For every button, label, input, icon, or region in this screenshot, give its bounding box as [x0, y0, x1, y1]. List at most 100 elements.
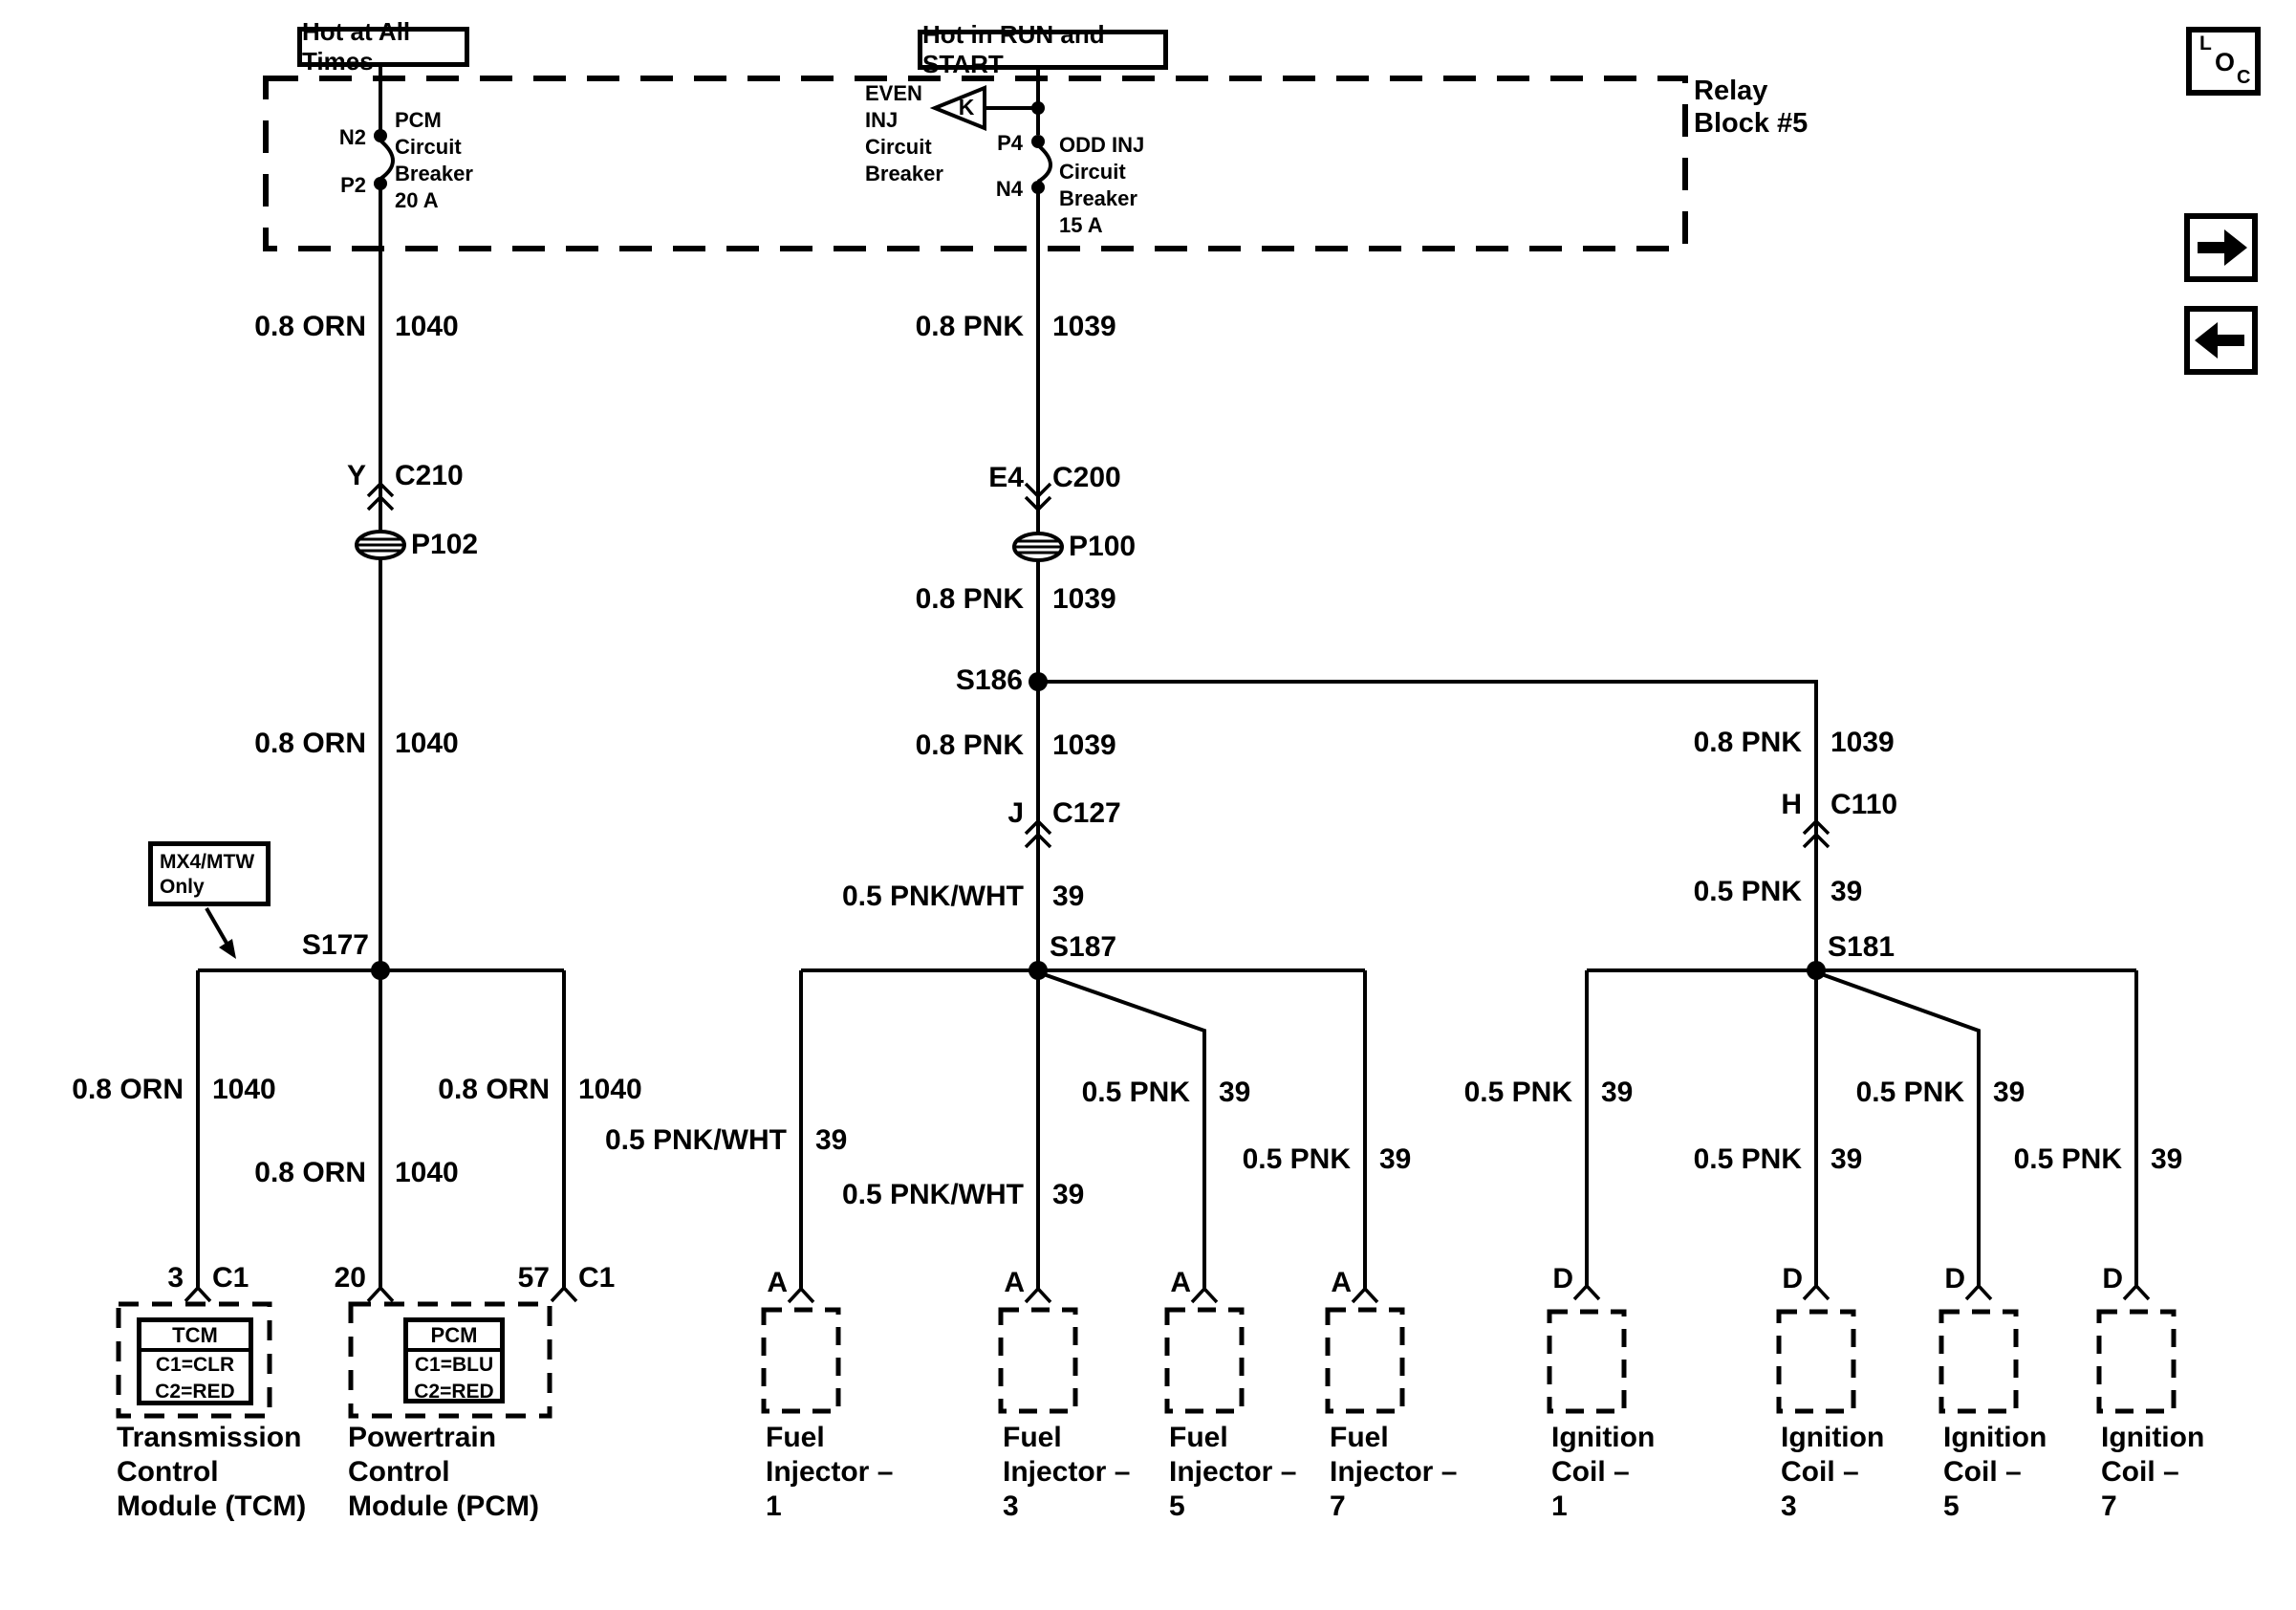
wire-label: 0.5 PNK 39 — [937, 1075, 1251, 1111]
connector-c127-chevrons — [1024, 818, 1052, 849]
even-inj-arrow-letter: K — [958, 95, 975, 120]
next-page-button[interactable] — [2184, 213, 2258, 282]
pin-label-a: A — [767, 1267, 788, 1298]
wire-gauge: 0.8 ORN — [254, 311, 366, 342]
wire-gauge: 0.8 PNK — [1693, 727, 1802, 758]
wire-circuit: 1039 — [1830, 727, 1895, 758]
connector-label-c127: J C127 — [770, 795, 1121, 832]
wire-gauge: 0.5 PNK — [1693, 1143, 1802, 1175]
coil-caption: Ignition Coil – 5 — [1943, 1422, 2047, 1522]
wire-gauge: 0.8 ORN — [438, 1074, 550, 1105]
connector-c200-chevrons — [1024, 482, 1052, 512]
wire-label: 0.5 PNK 39 — [1097, 1142, 1412, 1178]
power-source-hot-in-run-and-start: Hot in RUN and START — [918, 20, 1168, 78]
pin-number: 20 — [334, 1262, 366, 1294]
wire-gauge: 0.5 PNK — [1855, 1077, 1964, 1108]
wire-label: 0.8 ORN 1040 — [113, 1155, 458, 1191]
wire-circuit: 1039 — [1052, 729, 1116, 761]
connector-name: C127 — [1052, 797, 1121, 829]
odd-breaker-arc — [1036, 143, 1052, 184]
relay-block-outline — [263, 76, 1688, 251]
wire-gauge: 0.5 PNK — [1693, 876, 1802, 907]
wire-circuit: 1040 — [395, 728, 459, 759]
wire-label: 0.8 PNK 1039 — [770, 309, 1116, 345]
splice-label-s186: S186 — [955, 664, 1023, 696]
wire-circuit: 1040 — [395, 311, 459, 342]
left-arrow-icon — [2195, 322, 2244, 359]
splice-s181-dot — [1807, 961, 1826, 980]
loc-letter-l: L — [2199, 33, 2212, 54]
loc-letter-c: C — [2237, 67, 2251, 88]
s186-bus — [1038, 680, 1818, 970]
wire-circuit: 1040 — [578, 1074, 642, 1105]
wire-circuit: 39 — [2151, 1143, 2183, 1175]
wire-gauge: 0.8 PNK — [915, 311, 1024, 342]
wire-label: 0.8 ORN 1040 — [113, 726, 459, 762]
wire-gauge: 0.8 ORN — [72, 1074, 184, 1105]
connector-name: C1 — [578, 1262, 616, 1294]
prev-page-button[interactable] — [2184, 306, 2258, 375]
module-connector-row: C1=BLU — [414, 1354, 494, 1376]
note-arrowhead — [219, 939, 236, 959]
injector-caption: Fuel Injector – 5 — [1169, 1422, 1297, 1522]
pin-label-d: D — [1782, 1263, 1803, 1295]
wire-label: 0.5 PNK/WHT 39 — [770, 1177, 1084, 1213]
wire-label: 0.8 ORN 1040 — [113, 309, 459, 345]
pin-label-d: D — [1552, 1263, 1573, 1295]
pin-p4: P4 — [997, 131, 1023, 155]
pin-label-tcm-3: 3 C1 — [0, 1260, 249, 1296]
injector-caption: Fuel Injector – 3 — [1003, 1422, 1131, 1522]
wire-gauge: 0.5 PNK — [1081, 1077, 1190, 1108]
module-entry-chevrons — [184, 1283, 2151, 1304]
pcm-outline — [348, 1301, 552, 1419]
pcm-breaker-label: PCM Circuit Breaker 20 A — [395, 108, 473, 212]
wire-gauge: 0.5 PNK/WHT — [841, 881, 1024, 912]
connector-c110-chevrons — [1802, 818, 1830, 849]
connector-pin: H — [1781, 789, 1802, 820]
wire-gauge: 0.5 PNK/WHT — [841, 1179, 1024, 1210]
note-mx4-mtw: MX4/MTW Only — [148, 841, 271, 906]
wire-circuit: 1039 — [1052, 311, 1116, 342]
pin-label-pcm-20: 20 — [113, 1260, 366, 1296]
connector-label-c110: H C110 — [1549, 787, 1897, 823]
connector-c210-chevrons — [366, 481, 395, 511]
pcm-caption: Powertrain Control Module (PCM) — [348, 1422, 539, 1522]
grommet-label-p102: P102 — [411, 529, 479, 560]
wire-label: 0.8 PNK 1039 — [770, 728, 1116, 764]
wire-gauge: 0.5 PNK — [2013, 1143, 2122, 1175]
wire-coil5-drop — [1815, 970, 1981, 1286]
wire-gauge: 0.8 PNK — [915, 729, 1024, 761]
injector-caption: Fuel Injector – 1 — [766, 1422, 894, 1522]
injector-caption: Fuel Injector – 7 — [1330, 1422, 1458, 1522]
module-connector-row: C1=CLR — [155, 1354, 235, 1376]
wire-label: 0.5 PNK 39 — [1549, 1142, 1863, 1178]
even-inj-label: EVEN INJ Circuit Breaker — [865, 81, 943, 185]
loc-button[interactable]: L O C — [2186, 27, 2261, 96]
wire-circuit: 39 — [1830, 1143, 1863, 1175]
grommet-label-p100: P100 — [1069, 531, 1137, 562]
pcm-breaker-arc — [379, 139, 395, 181]
pin-label-a: A — [1170, 1267, 1191, 1298]
connector-pin: E4 — [988, 462, 1024, 493]
connector-label-c200: E4 C200 — [770, 460, 1121, 496]
wire-inj5-drop — [1037, 970, 1206, 1289]
pin-label-d: D — [2102, 1263, 2123, 1295]
splice-label-s181: S181 — [1828, 931, 1895, 963]
splice-s177-dot — [371, 961, 390, 980]
junction-dots — [219, 101, 1826, 980]
connector-name: C1 — [212, 1262, 249, 1294]
splice-s187-dot — [1029, 961, 1048, 980]
connector-name: C200 — [1052, 462, 1121, 493]
wire-gauge: 0.5 PNK — [1463, 1077, 1572, 1108]
wire-gauge: 0.5 PNK — [1242, 1143, 1351, 1175]
wire-gauge: 0.8 ORN — [254, 1157, 366, 1188]
wire-label: 0.8 PNK 1039 — [770, 581, 1116, 618]
even-inj-arrow-triangle — [929, 85, 986, 131]
coil-caption: Ignition Coil – 1 — [1551, 1422, 1656, 1522]
module-header: TCM — [141, 1322, 249, 1352]
splice-label-s187: S187 — [1050, 931, 1117, 963]
tcm-caption: Transmission Control Module (TCM) — [117, 1422, 307, 1522]
power-source-label: Hot at All Times — [302, 17, 411, 76]
